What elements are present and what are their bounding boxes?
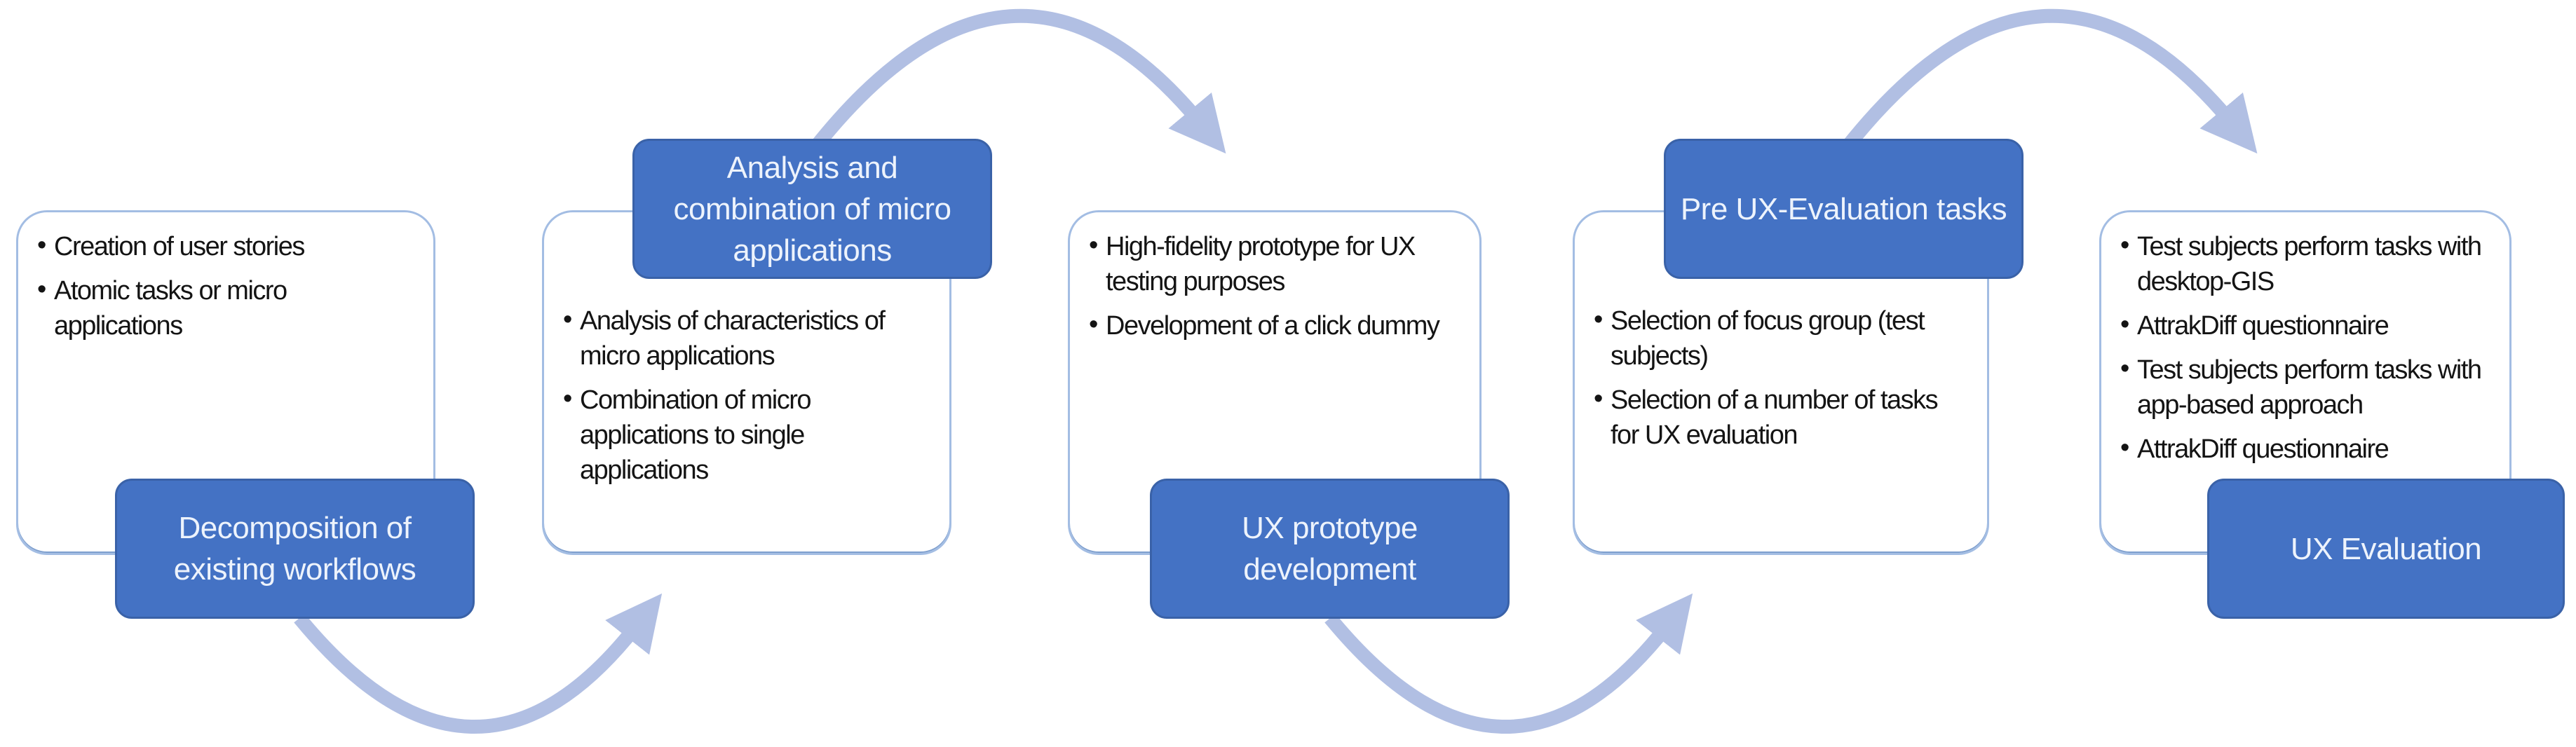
flow-arrow-stage4-to-stage5-icon: [1820, 4, 2269, 154]
bullet-item: Combination of micro applications to sin…: [562, 381, 937, 488]
stage-1-bullet-list: Creation of user stories Atomic tasks or…: [36, 228, 433, 343]
bullet-item: Test subjects perform tasks with desktop…: [2120, 228, 2495, 299]
stage-5-label-text: UX Evaluation: [2290, 531, 2482, 566]
stage-4-label: Pre UX-Evaluation tasks: [1664, 139, 2023, 279]
stage-5-bullet-list: Test subjects perform tasks with desktop…: [2120, 228, 2509, 467]
stage-4-bullet-list: Selection of focus group (test subjects)…: [1593, 302, 1987, 453]
bullet-item: High-fidelity prototype for UX testing p…: [1088, 228, 1463, 299]
bullet-item: AttrakDiff questionnaire: [2120, 307, 2495, 343]
stage-3-label: UX prototype development: [1150, 479, 1510, 619]
stage-3-bullet-list: High-fidelity prototype for UX testing p…: [1088, 228, 1479, 343]
bullet-item: Creation of user stories: [36, 228, 412, 264]
bullet-item: Test subjects perform tasks with app-bas…: [2120, 351, 2495, 423]
bullet-item: Analysis of characteristics of micro app…: [562, 302, 937, 374]
flow-arrow-stage3-to-stage4-icon: [1322, 593, 1693, 747]
bullet-item: Selection of a number of tasks for UX ev…: [1593, 381, 1968, 453]
stage-2-label: Analysis and combination of micro applic…: [632, 139, 992, 279]
bullet-item: AttrakDiff questionnaire: [2120, 430, 2495, 467]
bullet-item: Atomic tasks or micro applications: [36, 272, 412, 343]
flow-arrow-stage1-to-stage2-icon: [291, 593, 663, 747]
bullet-item: Development of a click dummy: [1088, 307, 1463, 343]
stage-3-label-text: UX prototype development: [1242, 511, 1418, 587]
stage-2-bullet-list: Analysis of characteristics of micro app…: [562, 302, 949, 488]
stage-5-label: UX Evaluation: [2207, 479, 2565, 619]
stage-1-label: Decomposition of existing workflows: [115, 479, 475, 619]
stage-4-label-text: Pre UX-Evaluation tasks: [1680, 191, 2007, 226]
stage-2-label-text: Analysis and combination of micro applic…: [673, 150, 951, 268]
stage-1-label-text: Decomposition of existing workflows: [173, 511, 416, 587]
bullet-item: Selection of focus group (test subjects): [1593, 302, 1968, 374]
flow-arrow-stage2-to-stage3-icon: [789, 4, 1238, 154]
